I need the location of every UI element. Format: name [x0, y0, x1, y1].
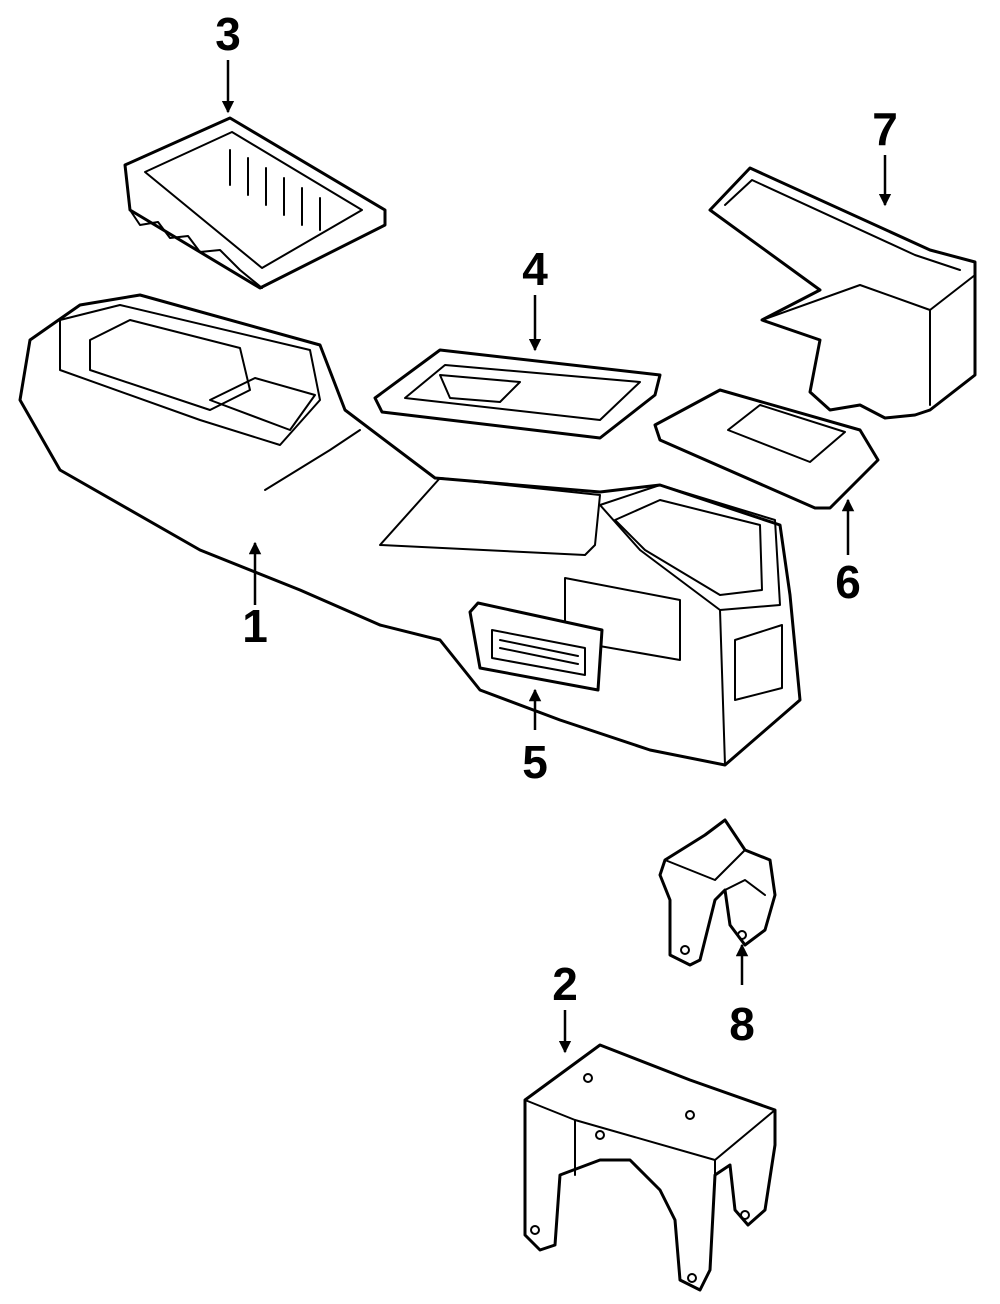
- part-2-large-bracket[interactable]: [523, 1043, 777, 1292]
- callout-5: 5: [522, 736, 548, 788]
- part-8-small-bracket[interactable]: [658, 818, 777, 967]
- callout-4: 4: [522, 243, 548, 295]
- part-5-vent-bezel[interactable]: [468, 601, 604, 692]
- part-6-insert-panel[interactable]: [653, 388, 880, 510]
- part-3-storage-tray[interactable]: [123, 116, 387, 290]
- callout-6: 6: [835, 556, 861, 608]
- callout-7: 7: [872, 103, 898, 155]
- callout-8: 8: [729, 998, 755, 1050]
- part-4-shifter-plate[interactable]: [373, 348, 662, 440]
- callout-1: 1: [242, 600, 268, 652]
- callout-2: 2: [552, 958, 578, 1010]
- part-7-armrest-lid[interactable]: [708, 166, 977, 420]
- part-1-console-body[interactable]: [18, 293, 802, 767]
- callout-3: 3: [215, 8, 241, 60]
